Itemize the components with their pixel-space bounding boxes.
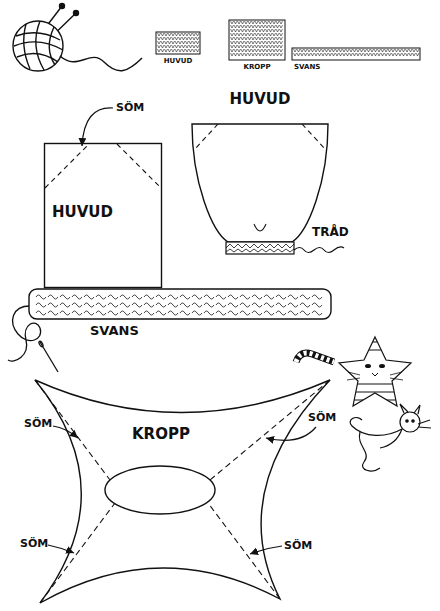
stitch-mark	[254, 224, 266, 231]
swatch-outline	[292, 48, 420, 60]
part-name: SVANS	[294, 64, 320, 71]
piece-outline	[35, 380, 330, 603]
part-name: HUVUD	[230, 92, 291, 107]
knit-texture	[294, 49, 420, 56]
knit-texture	[158, 33, 200, 52]
seam-label: SÖM	[308, 412, 336, 423]
yarn-ball	[13, 4, 142, 72]
shape-outline	[28, 288, 334, 338]
seam-label: SÖM	[24, 418, 52, 429]
striped-tail	[296, 353, 334, 362]
leader-arrow	[48, 426, 316, 554]
head-pattern-piece: HUVUD	[44, 143, 162, 288]
shape-outline	[30, 375, 335, 609]
shape-outline	[188, 92, 332, 260]
knit-swatch: KROPP	[226, 18, 288, 74]
thread	[294, 247, 344, 253]
knit-swatch: SVANS	[292, 44, 422, 74]
seam-line	[45, 144, 161, 188]
head-piece: HUVUD	[188, 92, 332, 260]
seam-label: SÖM	[20, 538, 48, 549]
leader-arrow	[82, 108, 113, 146]
seam-line	[35, 380, 330, 603]
part-name: KROPP	[243, 64, 270, 71]
part-name: HUVUD	[52, 205, 113, 220]
thread-label: TRÅD	[312, 226, 349, 238]
cat-figure	[330, 337, 420, 406]
seam-label: SÖM	[116, 102, 144, 113]
knit-texture	[231, 21, 283, 56]
piece-outline	[29, 289, 331, 319]
seam-line	[194, 124, 326, 150]
piece-outline	[45, 144, 162, 288]
part-name: HUVUD	[164, 58, 192, 65]
swatch-outline	[229, 20, 285, 60]
tail-piece: SVANS	[28, 288, 334, 338]
neck-opening	[105, 466, 215, 514]
knit-texture	[36, 295, 322, 315]
knit-swatch: HUVUD	[152, 30, 204, 70]
part-name: SVANS	[90, 324, 139, 337]
rib-band	[226, 242, 294, 254]
mouse-figure	[350, 404, 431, 471]
rib-texture	[226, 244, 294, 252]
swatch-outline	[156, 32, 200, 54]
body-piece: KROPP	[30, 375, 335, 609]
piece-outline	[192, 124, 328, 242]
part-name: KROPP	[132, 427, 190, 442]
seam-label: SÖM	[284, 540, 312, 551]
